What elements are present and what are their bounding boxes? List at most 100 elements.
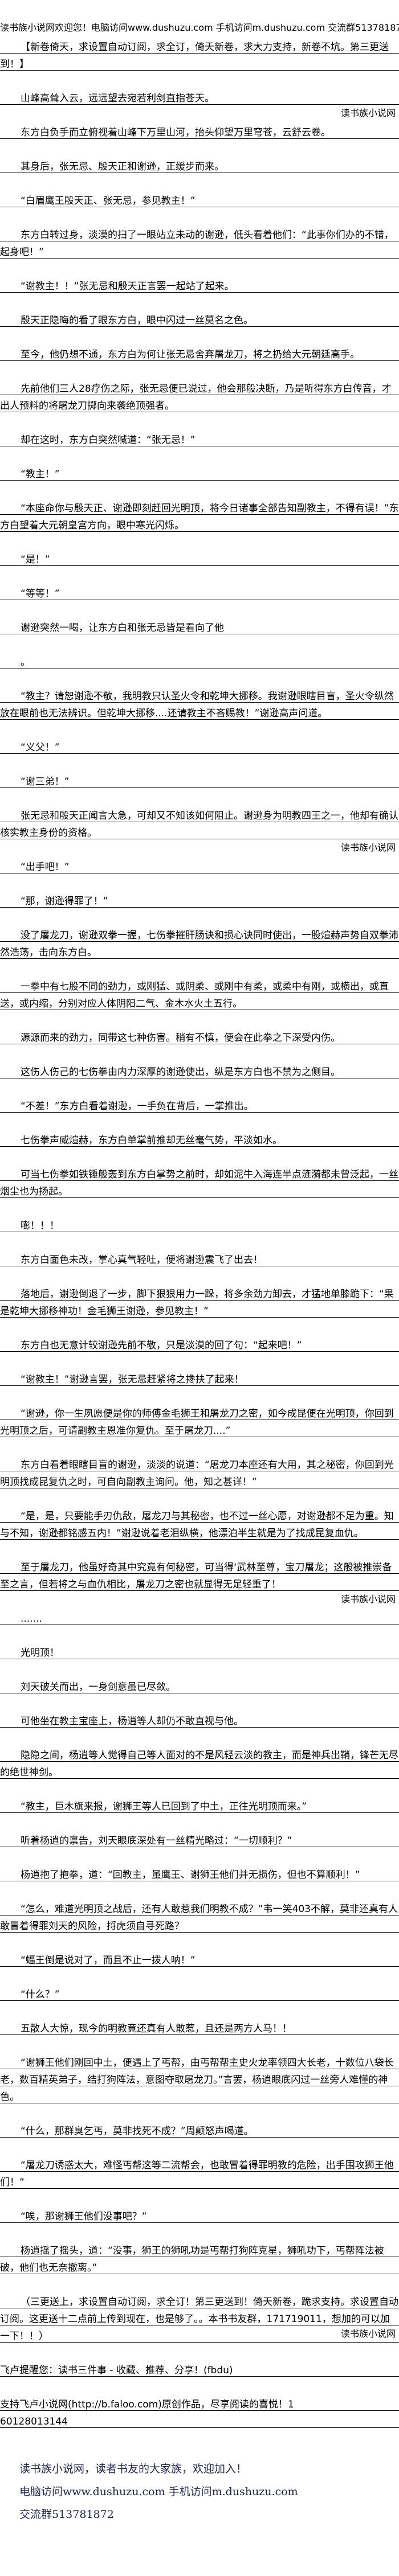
paragraph-text: 可当七伤拳如铁锤般轰到东方白掌势之前时，却如泥牛入海连半点涟漪都未曾泛起，一丝烟… [0, 1169, 398, 1197]
paragraph-text: ....... [21, 1613, 42, 1625]
site-footer: 读书族小说网，读者书友的大家族，欢迎加入！ 电脑访问www.dushuzu.co… [0, 2458, 399, 2526]
paragraph-text: “唉，那谢狮王他们没事吧？” [21, 2211, 147, 2222]
paragraph: 没了屠龙刀，谢逊双拳一握，七伤拳摧肝肠诀和损心诀同时使出，一股煊赫声势自双拳沛然… [0, 925, 399, 959]
paragraph-text: 【新卷倚天，求设置自动订阅，求全订，倚天新卷，求大力支持，新卷不坑。第三更送到！… [0, 42, 389, 70]
site-watermark: 读书族小说网 [340, 842, 396, 853]
paragraph-text: “义父！” [21, 742, 60, 753]
paragraph: 五散人大惊，现今的明教竟还真有人敢惹，且还是两方人马！！ [0, 2018, 399, 2035]
paragraph: 源源而来的劲力，同带这七种伤害。稍有不慎，便会在此拳之下深受内伤。 [0, 1027, 399, 1044]
paragraph-text: 支持飞卢小说网(http://b.faloo.com)原创作品，尽享阅读的喜悦！… [0, 2399, 294, 2427]
paragraph-text: 东方白面色未改，掌心真气轻吐，便将谢逊震飞了出去！ [21, 1254, 263, 1266]
paragraph: 山峰高耸入云，远远望去宛若利剑直指苍天。 [0, 88, 399, 105]
paragraph-text: “是，是，只要能手刃仇敌，屠龙刀与其秘密，也不过一丝心愿，对谢逊都不足为重。知与… [0, 1511, 394, 1539]
paragraph-text: 七伤拳声威煊赫，东方白单掌前推却无丝毫气势，平淡如水。 [21, 1135, 282, 1146]
paragraph: （三更送上，求设置自动订阅，求全订！第三更送到！倚天新卷，跪求支持。求设置自动订… [0, 2291, 399, 2343]
paragraph-text: “等等！” [21, 588, 60, 600]
paragraph-text: 源源而来的劲力，同带这七种伤害。稍有不慎，便会在此拳之下深受内伤。 [21, 1032, 340, 1044]
chapter-content: 【新卷倚天，求设置自动订阅，求全订，倚天新卷，求大力支持，新卷不坑。第三更送到！… [0, 36, 399, 2428]
paragraph: “屠龙刀诱惑太大，难怪丐帮这等二流帮会，也敢冒着得罪明教的危险，出手围攻狮王他们… [0, 2155, 399, 2189]
paragraph-text: “出手吧！” [21, 862, 70, 873]
paragraph: “不差！”东方白看着谢逊，一手负在背后，一掌推出。 [0, 1096, 399, 1113]
paragraph-text: “教主，巨木旗来报，谢狮王等人已回到了中土，正往光明顶而来。” [21, 1801, 307, 1812]
site-watermark: 读书族小说网 [340, 1594, 396, 1605]
paragraph-text: “什么，那群臭乞丐，莫非找死不成？”周颠怒声喝道。 [21, 2126, 254, 2137]
paragraph-text: 刘天破关而出，一身剑意虽已尽敛。 [21, 1681, 176, 1693]
paragraph-text: 可他坐在教主宝座上，杨逍等人却仍不敢直视与他。 [21, 1716, 243, 1727]
paragraph: 张无忌和殷天正闻言大急，可却又不知该如何阻止。谢逊身为明教四王之一，他却有确认核… [0, 805, 399, 839]
paragraph-text: 嘭！！！ [21, 1220, 59, 1232]
paragraph-text: 一拳中有七股不同的劲力，或刚猛、或阴柔、或刚中有柔，或柔中有刚，或横出，或直送，… [0, 981, 389, 1010]
paragraph-text: 山峰高耸入云，远远望去宛若利剑直指苍天。 [21, 93, 214, 104]
paragraph-text: 至于屠龙刀，他虽好奇其中究竟有何秘密，可当得‘武林至尊，宝刀屠龙；这般被推崇备至… [0, 1562, 392, 1590]
paragraph: “谢逊，你一生夙愿便是你的师傅金毛狮王和屠龙刀之密，如今成昆便在光明顶，你回到光… [0, 1403, 399, 1437]
paragraph-text: “蝠王倒是说对了，而且不止一拨人呐！” [21, 1955, 196, 1966]
paragraph: 殷天正隐晦的看了眼东方白，眼中闪过一丝莫名之色。 [0, 310, 399, 327]
paragraph: 光明顶！ [0, 1642, 399, 1659]
paragraph-text: （三更送上，求设置自动订阅，求全订！第三更送到！倚天新卷，跪求支持。求设置自动订… [0, 2296, 398, 2342]
paragraph-text: “谢三弟！” [21, 776, 70, 787]
footer-slogan: 读书族小说网，读者书友的大家族，欢迎加入！ [19, 2463, 247, 2475]
paragraph: ....... [0, 1608, 399, 1625]
site-watermark: 读书族小说网 [340, 108, 396, 118]
paragraph-text: 没了屠龙刀，谢逊双拳一握，七伤拳摧肝肠诀和损心诀同时使出，一股煊赫声势自双拳沛然… [0, 930, 398, 958]
paragraph: 谢逊突然一喝，让东方白和张无忌皆是看向了他 [0, 617, 399, 634]
paragraph: 隐隐之间，杨逍等人觉得自己等人面对的不是风轻云淡的教主，而是神兵出鞘，锋芒无尽的… [0, 1745, 399, 1779]
paragraph-text: 落地后，谢逊倒退了一步，脚下狠狠用力一跺，将多余劲力卸去，才猛地单膝跪下：“果是… [0, 1289, 394, 1317]
paragraph: “怎么，难道光明顶之战后，还有人敢惹我们明教不成？”韦一笑403不解，莫非还真有… [0, 1898, 399, 1933]
paragraph: 支持飞卢小说网(http://b.faloo.com)原创作品，尽享阅读的喜悦！… [0, 2394, 399, 2428]
paragraph: “义父！” [0, 737, 399, 754]
paragraph: 却在这时，东方白突然喊道：“张无忌！” [0, 429, 399, 446]
paragraph: “等等！” [0, 583, 399, 600]
paragraph: “谢狮王他们刚回中土，便遇上了丐帮，由丐帮帮主史火龙率领四大长老，十数位八袋长老… [0, 2052, 399, 2103]
paragraph: “是，是，只要能手刃仇敌，屠龙刀与其秘密，也不过一丝心愿，对谢逊都不足为重。知与… [0, 1506, 399, 1540]
paragraph: “谢三弟！” [0, 771, 399, 788]
paragraph: 杨逍摇了摇头，道：“没事，狮王的狮吼功是丐帮打狗阵克星，狮吼功下，丐帮阵法被破，… [0, 2240, 399, 2274]
paragraph-text: 隐隐之间，杨逍等人觉得自己等人面对的不是风轻云淡的教主，而是神兵出鞘，锋芒无尽的… [0, 1750, 398, 1778]
paragraph: “什么？” [0, 1984, 399, 2001]
paragraph: 这伤人伤己的七伤拳由内力深厚的谢逊使出，纵是东方白也不禁为之侧目。 [0, 1061, 399, 1078]
paragraph-text: 先前他们三人28疗伤之际，张无忌便已说过，他会那般决断，乃是听得东方白传音，才出… [0, 383, 392, 412]
paragraph: 先前他们三人28疗伤之际，张无忌便已说过，他会那般决断，乃是听得东方白传音，才出… [0, 378, 399, 412]
paragraph: 至今，他仍想不通，东方白为何让张无忌舍弃屠龙刀，将之扔给大元朝廷高手。 [0, 344, 399, 361]
paragraph: 落地后，谢逊倒退了一步，脚下狠狠用力一跺，将多余劲力卸去，才猛地单膝跪下：“果是… [0, 1283, 399, 1318]
paragraph: 。 [0, 651, 399, 668]
paragraph-text: 杨逍摇了摇头，道：“没事，狮王的狮吼功是丐帮打狗阵克星，狮吼功下，丐帮阵法被破，… [0, 2245, 384, 2274]
paragraph-text: 听着杨逍的禀告，刘天眼底深处有一丝精光略过：“一切顺利？” [21, 1835, 292, 1847]
paragraph-text: “谢狮王他们刚回中土，便遇上了丐帮，由丐帮帮主史火龙率领四大长老，十数位八袋长老… [0, 2057, 394, 2103]
paragraph-text: 谢逊突然一喝，让东方白和张无忌皆是看向了他 [21, 622, 224, 634]
paragraph-text: “那，谢逊得罪了！” [21, 896, 108, 907]
paragraph: 嘭！！！ [0, 1215, 399, 1232]
paragraph: 其身后，张无忌、殷天正和谢逊，正缓步而来。 [0, 156, 399, 173]
paragraph-text: “是！” [21, 554, 50, 565]
paragraph-text: 却在这时，东方白突然喊道：“张无忌！” [21, 434, 196, 446]
paragraph: 东方白面色未改，掌心真气轻吐，便将谢逊震飞了出去！ [0, 1249, 399, 1266]
paragraph: “本座命你与殷天正、谢逊即刻赶回光明顶，将今日诸事全部告知副教主，不得有误！”东… [0, 498, 399, 532]
paragraph: “蝠王倒是说对了，而且不止一拨人呐！” [0, 1950, 399, 1967]
paragraph: 东方白看着眼瞎目盲的谢逊，淡淡的说道：“屠龙刀本座还有大用，其之秘密，你回到光明… [0, 1454, 399, 1488]
paragraph-text: 五散人大惊，现今的明教竟还真有人敢惹，且还是两方人马！！ [21, 2023, 292, 2034]
paragraph: “教主，巨木旗来报，谢狮王等人已回到了中土，正往光明顶而来。” [0, 1796, 399, 1813]
paragraph: “那，谢逊得罪了！” [0, 891, 399, 908]
paragraph: “白眉鹰王殷天正、张无忌，参见教主！” [0, 190, 399, 207]
paragraph: “教主？请恕谢逊不敬，我明教只认圣火令和乾坤大挪移。我谢逊眼瞎目盲，圣火令纵然放… [0, 686, 399, 720]
paragraph-text: 其身后，张无忌、殷天正和谢逊，正缓步而来。 [21, 161, 224, 173]
paragraph-text: “本座命你与殷天正、谢逊即刻赶回光明顶，将今日诸事全部告知副教主，不得有误！”东… [0, 503, 399, 531]
paragraph: 东方白转过身，淡漠的扫了一眼站立未动的谢逊，低头看着他们：“此事你们办的不错，起… [0, 224, 399, 259]
paragraph-text: “谢教主！！”张无忌和殷天正言罢一起站了起来。 [21, 281, 234, 292]
paragraph-text: 至今，他仍想不通，东方白为何让张无忌舍弃屠龙刀，将之扔给大元朝廷高手。 [21, 349, 360, 360]
paragraph-text: “不差！”东方白看着谢逊，一手负在背后，一掌推出。 [21, 1101, 254, 1112]
site-watermark: 读书族小说网 [340, 2328, 396, 2339]
paragraph-text: 东方白看着眼瞎目盲的谢逊，淡淡的说道：“屠龙刀本座还有大用，其之秘密，你回到光明… [0, 1459, 394, 1488]
paragraph: 至于屠龙刀，他虽好奇其中究竟有何秘密，可当得‘武林至尊，宝刀屠龙；这般被推崇备至… [0, 1557, 399, 1591]
paragraph: “谢教主！！”张无忌和殷天正言罢一起站了起来。 [0, 276, 399, 293]
paragraph-text: 。 [21, 657, 30, 668]
paragraph: “教主！” [0, 463, 399, 481]
paragraph-text: “白眉鹰王殷天正、张无忌，参见教主！” [21, 195, 196, 207]
paragraph-text: “怎么，难道光明顶之战后，还有人敢惹我们明教不成？”韦一笑403不解，莫非还真有… [0, 1904, 398, 1932]
paragraph-text: “谢逊，你一生夙愿便是你的师傅金毛狮王和屠龙刀之密，如今成昆便在光明顶，你回到光… [0, 1408, 394, 1437]
paragraph: 东方白也无意计较谢逊先前不敬，只是淡漠的回了句：“起来吧！” [0, 1335, 399, 1352]
paragraph: 东方白负手而立俯视着山峰下万里山河，抬头仰望万里穹苍，云舒云卷。 [0, 122, 399, 139]
paragraph: 刘天破关而出，一身剑意虽已尽敛。 [0, 1676, 399, 1693]
paragraph-text: “什么？” [21, 1989, 60, 2000]
paragraph: 杨逍抱了抱拳，道：“回教主，虽鹰王、谢狮王他们并无损伤，但也不算顺利！” [0, 1864, 399, 1881]
